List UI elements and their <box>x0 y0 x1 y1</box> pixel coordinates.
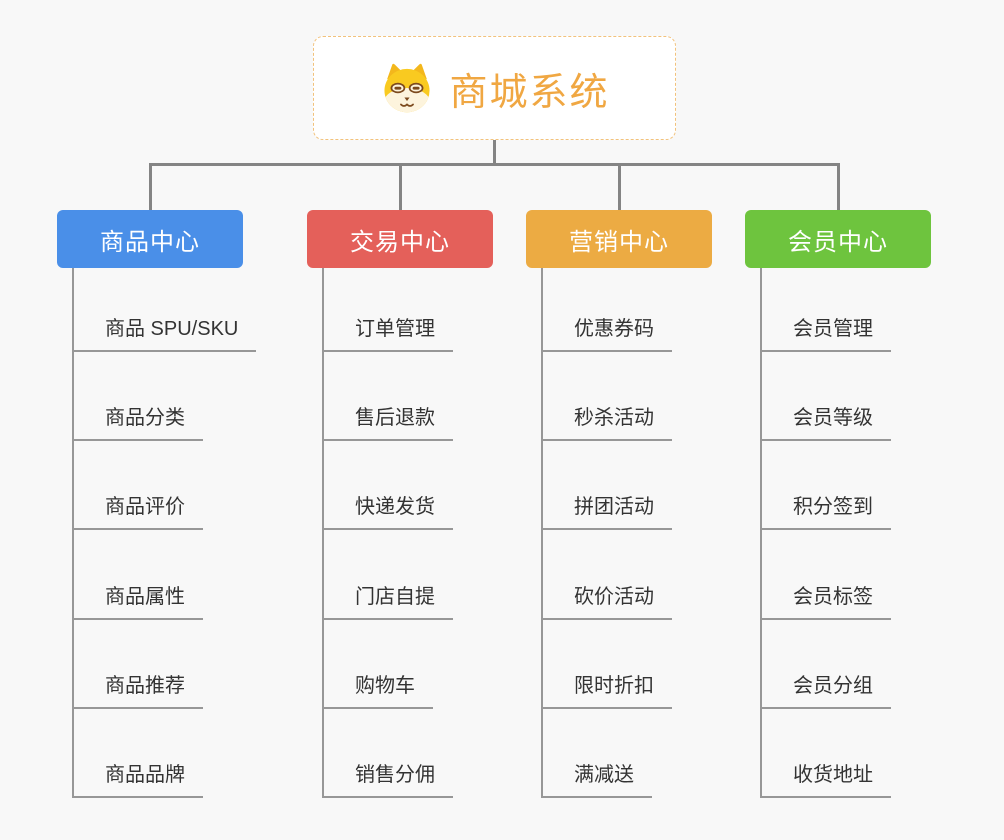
connector-drop-trade-center <box>399 163 402 210</box>
branch-label: 会员中心 <box>788 228 888 256</box>
leaf-node[interactable]: 商品属性 <box>72 584 203 620</box>
leaf-node[interactable]: 快递发货 <box>322 494 453 530</box>
connector-trunk-member-center <box>760 268 762 798</box>
leaf-node[interactable]: 砍价活动 <box>541 584 672 620</box>
leaf-node[interactable]: 满减送 <box>541 762 652 798</box>
leaf-node[interactable]: 销售分佣 <box>322 762 453 798</box>
leaf-node[interactable]: 商品 SPU/SKU <box>72 316 257 352</box>
connector-rail <box>149 163 840 166</box>
branch-label: 交易中心 <box>350 228 450 256</box>
root-node-mall-system[interactable]: 商城系统 <box>313 36 676 140</box>
connector-trunk-product-center <box>72 268 74 798</box>
leaf-node[interactable]: 拼团活动 <box>541 494 672 530</box>
leaf-node[interactable]: 商品评价 <box>72 494 203 530</box>
leaf-node[interactable]: 购物车 <box>322 673 433 709</box>
leaf-node[interactable]: 会员管理 <box>760 316 891 352</box>
leaf-node[interactable]: 订单管理 <box>322 316 453 352</box>
root-title: 商城系统 <box>449 71 610 114</box>
leaf-node[interactable]: 秒杀活动 <box>541 405 672 441</box>
leaf-node[interactable]: 会员分组 <box>760 673 891 709</box>
leaf-node[interactable]: 收货地址 <box>760 762 891 798</box>
leaf-node[interactable]: 会员标签 <box>760 584 891 620</box>
leaf-node[interactable]: 门店自提 <box>322 584 453 620</box>
leaf-node[interactable]: 会员等级 <box>760 405 891 441</box>
connector-trunk-marketing-center <box>541 268 543 798</box>
leaf-node[interactable]: 售后退款 <box>322 405 453 441</box>
leaf-node[interactable]: 积分签到 <box>760 494 891 530</box>
connector-root-stub <box>493 140 496 164</box>
leaf-node[interactable]: 商品分类 <box>72 405 203 441</box>
branch-node-product-center[interactable]: 商品中心 <box>57 210 243 268</box>
leaf-node[interactable]: 商品推荐 <box>72 673 203 709</box>
branch-label: 商品中心 <box>100 228 200 256</box>
branch-node-member-center[interactable]: 会员中心 <box>745 210 931 268</box>
branch-node-trade-center[interactable]: 交易中心 <box>307 210 493 268</box>
leaf-node[interactable]: 限时折扣 <box>541 673 672 709</box>
branch-label: 营销中心 <box>569 228 669 256</box>
connector-drop-product-center <box>149 163 152 210</box>
leaf-node[interactable]: 商品品牌 <box>72 762 203 798</box>
connector-trunk-trade-center <box>322 268 324 798</box>
connector-drop-marketing-center <box>618 163 621 210</box>
dog-face-icon <box>384 63 431 113</box>
branch-node-marketing-center[interactable]: 营销中心 <box>526 210 712 268</box>
connector-drop-member-center <box>837 163 840 210</box>
leaf-node[interactable]: 优惠券码 <box>541 316 672 352</box>
